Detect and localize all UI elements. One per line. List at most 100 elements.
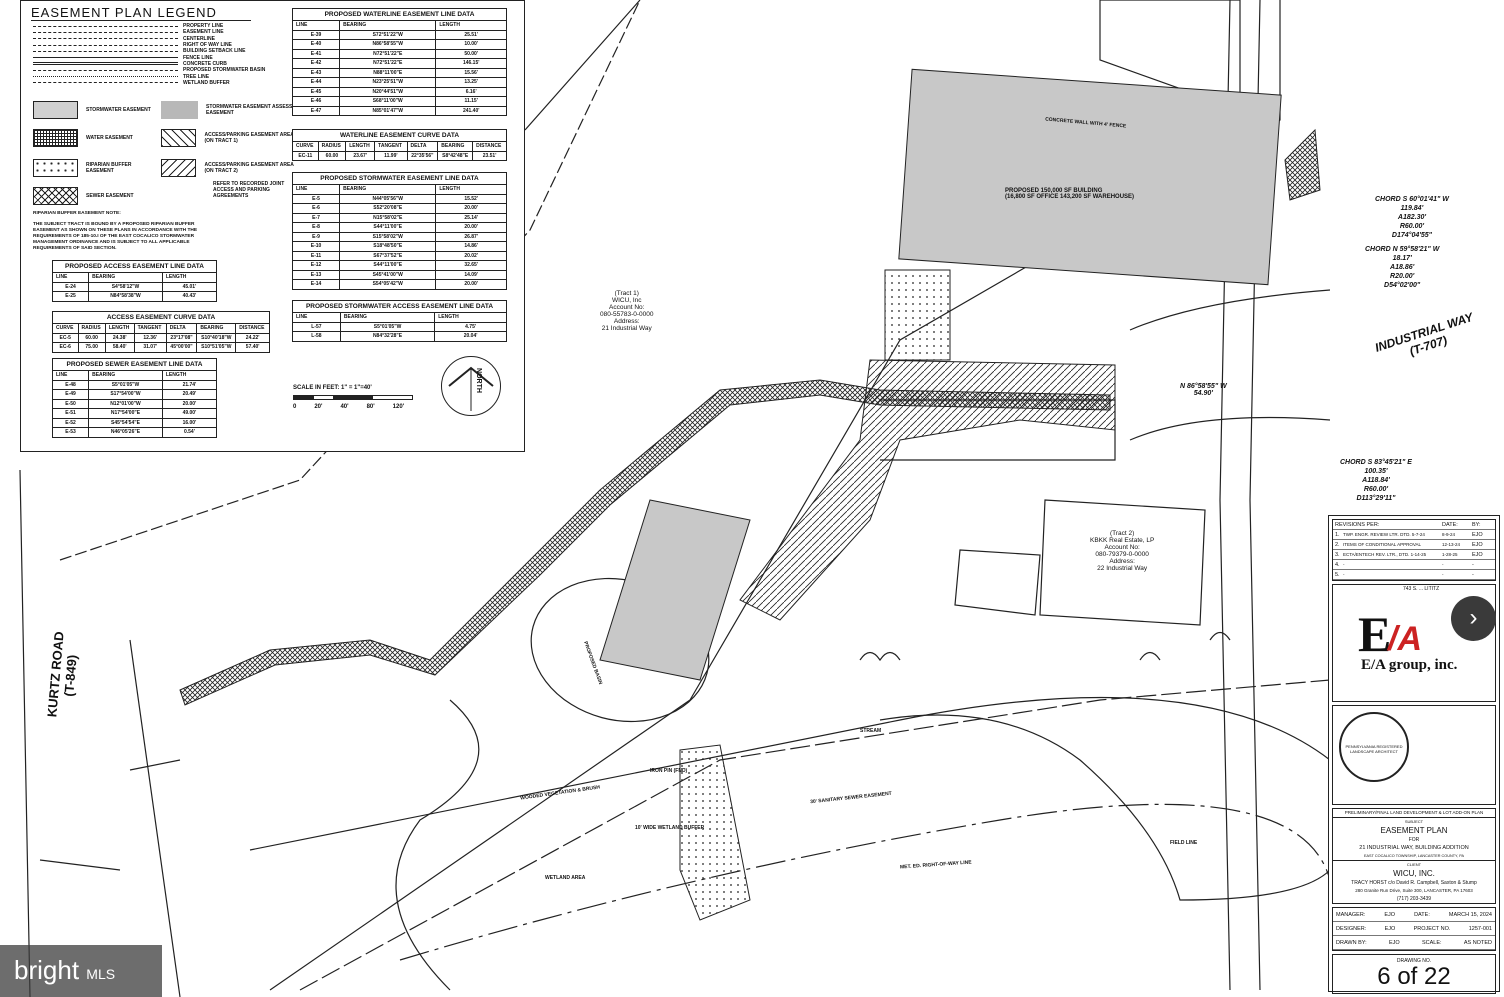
column-header: BEARING: [437, 141, 474, 152]
scale-tick: 120': [392, 404, 405, 410]
stream-label: STREAM: [860, 728, 882, 734]
table-title: PROPOSED STORMWATER ACCESS EASEMENT LINE…: [292, 300, 507, 312]
column-header: LENGTH: [435, 20, 507, 31]
table-cell: L-58: [292, 331, 341, 342]
table-cell: 10.00': [435, 39, 507, 50]
column-header: BEARING: [196, 323, 237, 334]
table-cell: 21.74': [161, 379, 218, 390]
table-cell: S15°58'02"W: [339, 231, 437, 242]
legend-line-item: CENTERLINE: [33, 36, 283, 42]
table-cell: 75.00: [77, 342, 106, 353]
table-cell: E-44: [291, 77, 341, 88]
table-cell: 20.00': [435, 279, 507, 290]
table-cell: S45°41'00"W: [339, 269, 437, 280]
north-arrow: NORTH: [441, 356, 501, 416]
table-cell: 241.40': [435, 105, 507, 116]
swatch-label: SEWER EASEMENT: [86, 193, 134, 199]
table-cell: L-57: [292, 321, 341, 332]
table-cell: E-11: [291, 250, 341, 261]
table-cell: E-41: [291, 48, 341, 59]
table-cell: 20.04': [434, 331, 507, 342]
table-cell: 15.52': [435, 193, 507, 204]
table-cell: 60.00: [317, 150, 347, 161]
column-header: LINE: [51, 272, 90, 283]
table-cell: E-53: [51, 427, 90, 438]
refer-note: REFER TO RECORDED JOINT ACCESS AND PARKI…: [213, 181, 285, 199]
next-image-button[interactable]: ›: [1451, 596, 1496, 641]
table-title: PROPOSED SEWER EASEMENT LINE DATA: [52, 358, 217, 370]
table-cell: 23.51': [472, 150, 507, 161]
table-cell: 20.00': [435, 222, 507, 233]
table-cell: 40.43': [161, 291, 218, 302]
table-cell: E-46: [291, 96, 341, 107]
table-cell: S52°20'08"E: [339, 203, 437, 214]
table-cell: S5°01'05"W: [339, 321, 436, 332]
column-header: DELTA: [406, 141, 439, 152]
table-cell: S54°05'42"W: [339, 279, 437, 290]
legend-line-item: FENCE LINE: [33, 54, 283, 61]
table-cell: 14.09': [435, 269, 507, 280]
legend-line-item: PROPOSED STORMWATER BASIN: [33, 67, 283, 73]
table-cell: N12°01'00"W: [88, 398, 163, 409]
riparian-buffer-easement: [679, 744, 751, 921]
table-cell: E-24: [51, 281, 90, 292]
legend-line-item: RIGHT OF WAY LINE: [33, 42, 283, 48]
table-cell: 26.87': [435, 231, 507, 242]
table-cell: E-7: [291, 212, 341, 223]
table-cell: E-50: [51, 398, 90, 409]
revision-row: 5.---: [1333, 570, 1495, 580]
table-cell: 45°00'00": [165, 342, 198, 353]
table-cell: E-49: [51, 389, 90, 400]
table-cell: 13.25': [435, 77, 507, 88]
table-title: PROPOSED ACCESS EASEMENT LINE DATA: [52, 260, 217, 272]
building-label: PROPOSED 150,000 SF BUILDING(16,800 SF O…: [1005, 188, 1135, 200]
revision-row: 4.---: [1333, 560, 1495, 570]
table-cell: 16.00': [161, 417, 218, 428]
table-cell: S8°42'48"E: [437, 150, 474, 161]
table-title: PROPOSED WATERLINE EASEMENT LINE DATA: [292, 8, 507, 20]
column-header: TANGENT: [133, 323, 167, 334]
table-cell: 45.01': [161, 281, 218, 292]
table-cell: EC-6: [52, 342, 79, 353]
swatch-label: ACCESS/PARKING EASEMENT AREA (ON TRACT 1…: [204, 132, 294, 144]
stormwater-swatch: [33, 101, 78, 119]
table-cell: 60.00: [77, 332, 106, 343]
riparian-note: RIPARIAN BUFFER EASEMENT NOTE:THE SUBJEC…: [33, 211, 198, 251]
table-cell: 4.75': [434, 321, 507, 332]
table-cell: E-14: [291, 279, 341, 290]
title-block: REVISIONS PER:DATE:BY:1.TWP. ENGR. REVIE…: [1328, 515, 1500, 994]
table-cell: 20.00': [161, 398, 218, 409]
column-header: LINE: [51, 370, 90, 381]
scale-tick: 20': [314, 404, 323, 410]
table-cell: 57.40': [235, 342, 270, 353]
revisions-header: REVISIONS PER:DATE:BY:: [1333, 520, 1495, 530]
scale-tick: 0: [293, 404, 297, 410]
revisions-table: REVISIONS PER:DATE:BY:1.TWP. ENGR. REVIE…: [1332, 519, 1496, 581]
table-cell: N46°05'26"E: [88, 427, 163, 438]
table-cell: E-48: [51, 379, 90, 390]
column-header: LENGTH: [434, 312, 507, 323]
table-cell: 24.38': [104, 332, 135, 343]
swatch-label: WATER EASEMENT: [86, 135, 133, 141]
column-header: TANGENT: [374, 141, 408, 152]
firm-logo: E /A E/A group, inc. 743 S. ... LITITZ: [1332, 584, 1496, 702]
table-cell: S44°11'00"E: [339, 260, 437, 271]
